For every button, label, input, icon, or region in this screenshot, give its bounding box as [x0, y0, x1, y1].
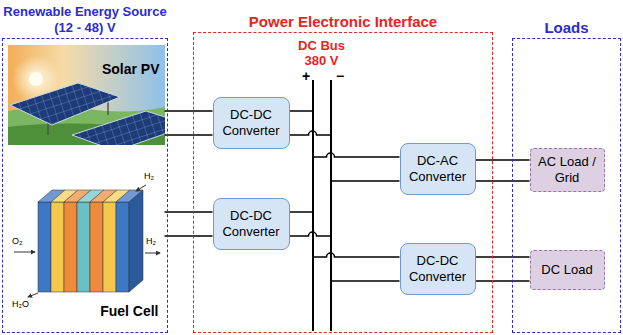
wire-pair	[165, 212, 213, 236]
converter-box: DC-DC Converter	[213, 198, 290, 250]
converter-label: DC-DC Converter	[218, 208, 285, 240]
bus-bar	[312, 80, 314, 331]
load-label: AC Load / Grid	[535, 154, 600, 186]
source-label: Solar PV	[102, 61, 160, 77]
region-heading: Loads	[509, 20, 623, 36]
region-heading: Renewable Energy Source (12 - 48) V	[0, 4, 171, 36]
converter-label: DC-DC Converter	[405, 253, 471, 285]
bus-label: DC Bus 380 V	[294, 38, 350, 68]
wire-pair	[290, 212, 331, 236]
wire-pair	[313, 253, 400, 281]
wire-pair	[165, 111, 213, 135]
solar-panel-illustration	[8, 45, 165, 145]
fuel-cell-source: Fuel Cell	[8, 157, 165, 325]
converter-label: DC-AC Converter	[405, 153, 471, 185]
wire-pair	[313, 153, 400, 181]
gas-label: O₂	[12, 236, 23, 246]
gas-label: H₂	[146, 236, 156, 246]
wire-pair	[476, 160, 530, 181]
wire-pair	[476, 257, 530, 281]
converter-box: DC-AC Converter	[400, 143, 476, 195]
converter-label: DC-DC Converter	[218, 107, 285, 139]
region-heading: Power Electronic Interface	[190, 14, 496, 30]
negative-terminal: −	[336, 68, 344, 84]
solar-pv-source: Solar PV	[8, 45, 165, 145]
fuel-cell-illustration	[8, 157, 165, 325]
bus-bar	[330, 80, 332, 331]
positive-terminal: +	[302, 68, 310, 84]
load-box: AC Load / Grid	[530, 148, 605, 192]
source-region: Renewable Energy Source (12 - 48) VSolar…	[2, 38, 168, 333]
water-label: H₂O	[12, 299, 29, 309]
load-box: DC Load	[530, 250, 605, 290]
wire-pair	[290, 111, 331, 135]
converter-box: DC-DC Converter	[213, 97, 290, 149]
source-label: Fuel Cell	[100, 303, 158, 319]
load-label: DC Load	[541, 262, 592, 278]
converter-box: DC-DC Converter	[400, 243, 476, 295]
gas-label: H₂	[144, 171, 154, 181]
loads-region: LoadsAC Load / GridDC Load	[512, 38, 621, 333]
